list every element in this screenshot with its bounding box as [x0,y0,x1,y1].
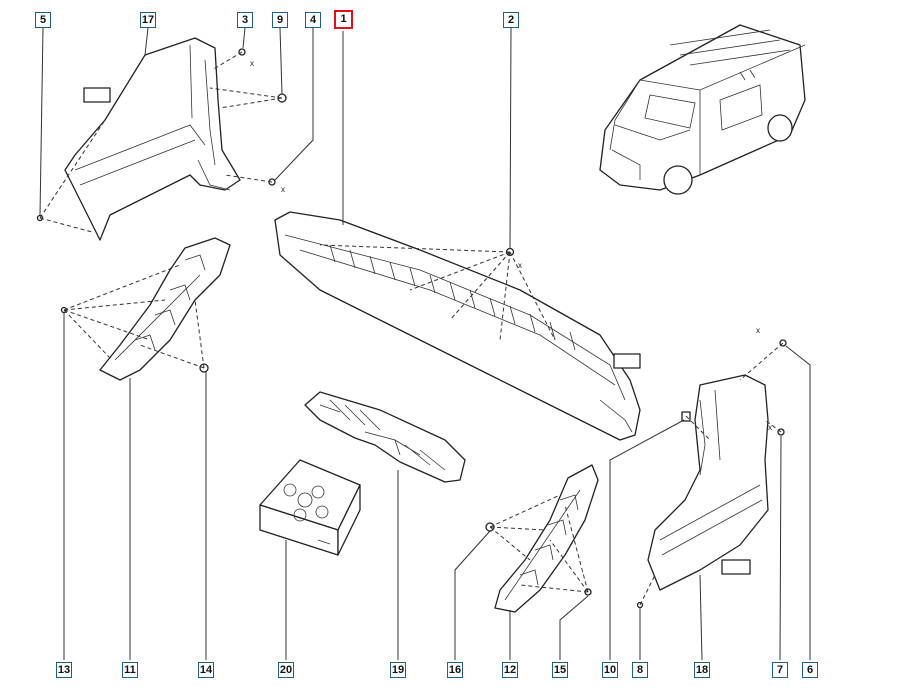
callout-18[interactable]: 18 [694,662,710,678]
part-17-left-bumper-corner [64,37,241,241]
callout-11[interactable]: 11 [122,662,138,678]
x-mark: x [756,326,760,335]
leader-lines [39,27,811,661]
callout-6[interactable]: 6 [802,662,818,678]
part-11-left-bracket [99,237,231,381]
callout-1[interactable]: 1 [334,10,353,29]
x-mark: x [768,423,772,432]
callout-10[interactable]: 10 [602,662,618,678]
van-illustration [599,24,806,195]
part-19-step-plate [304,391,466,483]
part-18-right-bumper-corner [647,374,769,591]
callout-8[interactable]: 8 [632,662,648,678]
part-12-right-bracket [494,464,599,613]
callout-14[interactable]: 14 [198,662,214,678]
x-mark: x [518,261,522,270]
callout-4[interactable]: 4 [305,12,321,28]
dashed-fastener-lines [39,51,784,606]
part-1-rear-bumper [274,211,641,441]
callout-7[interactable]: 7 [772,662,788,678]
part-20-clip-box [259,459,361,556]
callout-13[interactable]: 13 [56,662,72,678]
callout-15[interactable]: 15 [552,662,568,678]
x-mark: x [250,59,254,68]
callout-9[interactable]: 9 [272,12,288,28]
callout-3[interactable]: 3 [237,12,253,28]
label-plates [83,87,641,369]
callout-19[interactable]: 19 [390,662,406,678]
callout-20[interactable]: 20 [278,662,294,678]
callout-5[interactable]: 5 [35,12,51,28]
callout-17[interactable]: 17 [140,12,156,28]
callout-16[interactable]: 16 [447,662,463,678]
callout-12[interactable]: 12 [502,662,518,678]
x-mark: x [281,185,285,194]
callout-2[interactable]: 2 [503,12,519,28]
